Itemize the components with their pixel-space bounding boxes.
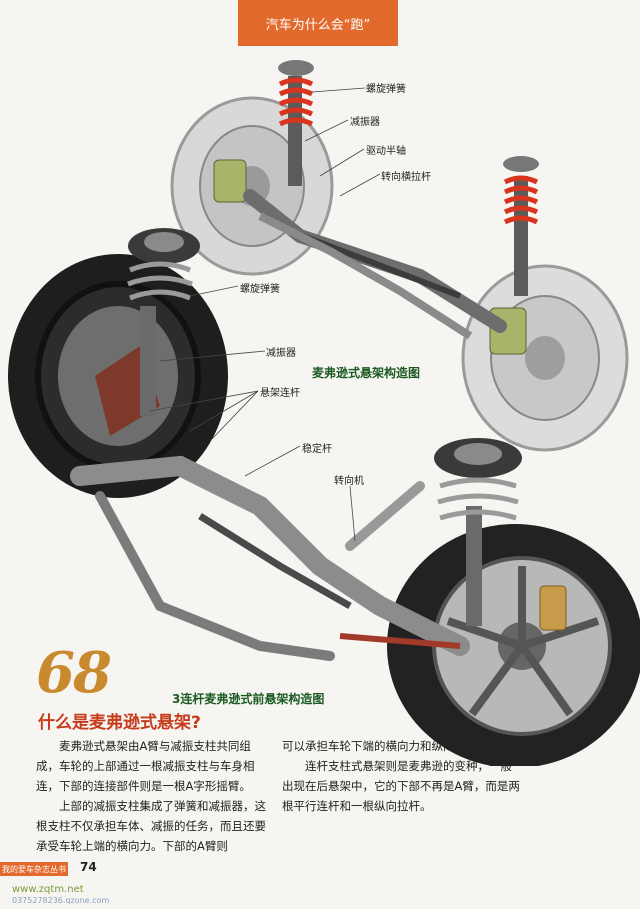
top-suspension-diagram: [170, 60, 629, 452]
callout-bottom-coil-spring: 螺旋弹簧: [240, 284, 280, 295]
top-diagram-title: 麦弗逊式悬架构造图: [312, 366, 421, 380]
body-paragraph-1: 麦弗逊式悬架由A臂与减振支柱共同组成，车轮的上部通过一根减振支柱与车身相连，下部…: [36, 739, 255, 793]
bottom-diagram-title: 3连杆麦弗逊式前悬架构造图: [172, 692, 325, 706]
callout-bottom-suspension-link: 悬架连杆: [260, 388, 300, 399]
body-paragraph-2: 上部的减振支柱集成了弹簧和减振器，这根支柱不仅承担车体、减振的任务，而且还要承受…: [36, 799, 266, 853]
watermark-qzone: 0375278236.qzone.com: [12, 896, 110, 905]
page-number: 74: [80, 860, 97, 874]
suspension-illustration: [8, 60, 640, 766]
callout-bottom-shock-absorber: 减振器: [266, 348, 296, 359]
callout-top-shock-absorber: 减振器: [350, 117, 380, 128]
chapter-header-tab: 汽车为什么会“跑”: [238, 0, 398, 46]
watermark-site: www.zqtm.net: [12, 884, 84, 895]
section-title: 什么是麦弗逊式悬架?: [38, 713, 201, 733]
body-paragraph-2-continued: 可以承担车轮下端的横向力和纵向力。: [282, 739, 478, 753]
bottom-suspension-diagram: [8, 228, 640, 766]
series-name: 我的爱车杂志丛书: [2, 864, 66, 874]
section-number: 68: [36, 640, 112, 706]
body-column-left: 麦弗逊式悬架由A臂与减振支柱共同组成，车轮的上部通过一根减振支柱与车身相连，下部…: [36, 736, 268, 856]
callout-top-coil-spring: 螺旋弹簧: [366, 84, 406, 95]
chapter-title: 汽车为什么会“跑”: [265, 17, 371, 33]
body-paragraph-3: 连杆支柱式悬架则是麦弗逊的变种，一般出现在后悬架中，它的下部不再是A臂，而是两根…: [282, 759, 520, 813]
callout-top-tie-rod: 转向横拉杆: [381, 172, 431, 183]
callout-bottom-stabilizer-bar: 稳定杆: [302, 444, 332, 455]
callout-top-drive-shaft: 驱动半轴: [366, 146, 406, 157]
series-banner: 我的爱车杂志丛书: [0, 862, 68, 876]
callout-bottom-steering-gear: 转向机: [334, 476, 364, 487]
body-column-right: 可以承担车轮下端的横向力和纵向力。 连杆支柱式悬架则是麦弗逊的变种，一般出现在后…: [282, 736, 522, 816]
